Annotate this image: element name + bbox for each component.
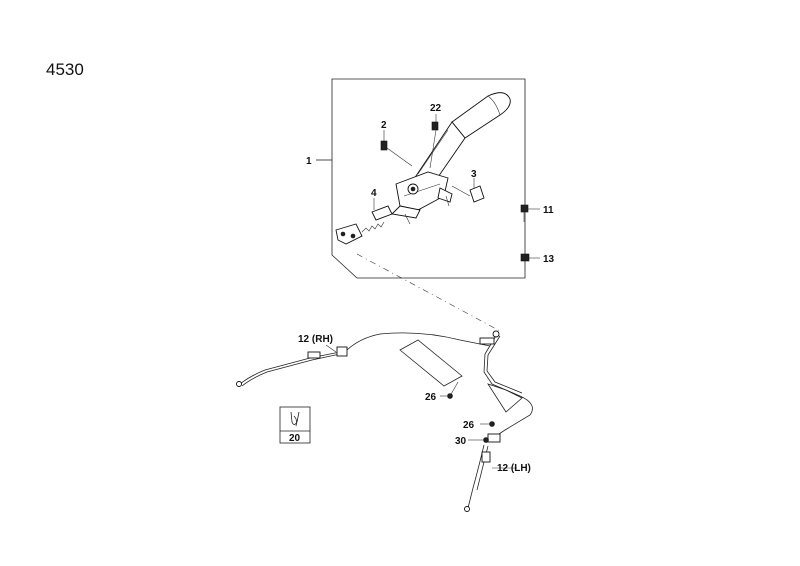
lever-assembly-box: [316, 78, 526, 279]
cable-lh: [464, 333, 533, 512]
callout-13: 13: [543, 254, 555, 265]
switch-3: [451, 178, 485, 203]
callout-26-a: 26: [425, 392, 437, 403]
part-20-reference-box: [279, 406, 311, 444]
cable-equalizer: [479, 330, 500, 345]
assembly-to-cable-leader: [356, 253, 501, 332]
callout-26-b: 26: [463, 420, 475, 431]
bolt-2: [380, 130, 413, 167]
diagram-number: 4530: [46, 60, 84, 79]
callout-4: 4: [371, 188, 377, 199]
callout-1: 1: [306, 156, 312, 167]
clip-26-lh: [480, 421, 495, 427]
bolt-11: [520, 204, 540, 222]
callout-leaders: [325, 344, 517, 469]
callout-30: 30: [455, 436, 467, 447]
callout-12-lh: 12 (LH): [497, 463, 531, 474]
adjuster-4: [335, 198, 393, 245]
callout-12-rh: 12 (RH): [298, 334, 333, 345]
bolt-22: [429, 114, 439, 169]
parking-brake-lever: [391, 92, 511, 225]
clip-26: [440, 393, 453, 399]
bracket-30: [468, 437, 489, 443]
callout-22: 22: [430, 103, 442, 114]
nut-13: [520, 253, 540, 262]
cable-rh: [236, 332, 491, 387]
callout-3: 3: [471, 169, 477, 180]
callout-20: 20: [289, 433, 301, 444]
callout-2: 2: [381, 120, 387, 131]
callout-11: 11: [543, 205, 554, 216]
cable-guide-bracket: [399, 339, 523, 413]
